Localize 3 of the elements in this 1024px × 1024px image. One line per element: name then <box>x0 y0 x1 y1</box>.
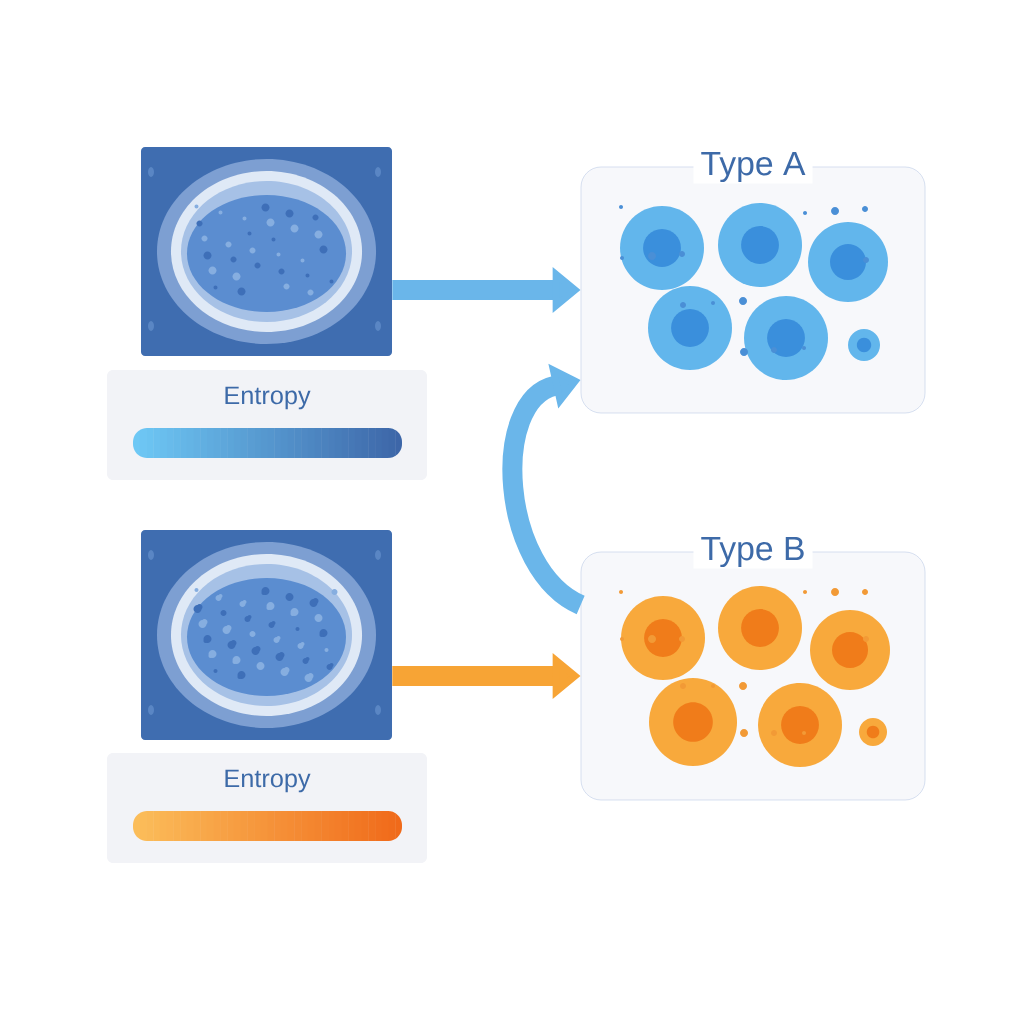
scan-image-drawing <box>141 147 392 356</box>
arrow <box>502 363 586 614</box>
scan-image-drawing <box>141 530 392 740</box>
